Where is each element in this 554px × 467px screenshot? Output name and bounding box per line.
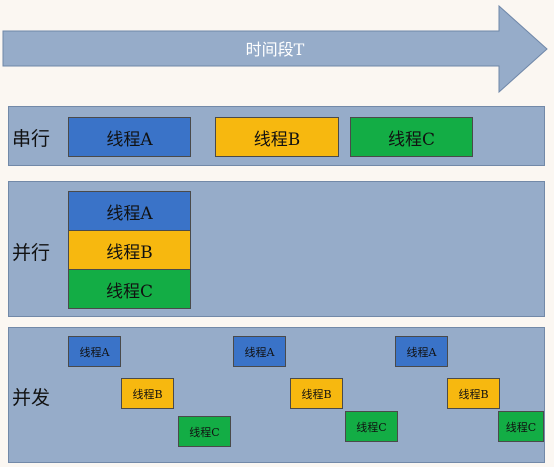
concurrent-slice-c-2: 线程C bbox=[345, 411, 398, 442]
time-arrow-shape bbox=[2, 4, 548, 94]
serial-label: 串行 bbox=[12, 128, 51, 150]
concurrent-label: 并发 bbox=[12, 387, 51, 409]
concurrent-slice-b-2: 线程B bbox=[290, 378, 343, 409]
parallel-thread-a: 线程A bbox=[68, 191, 191, 231]
parallel-thread-b: 线程B bbox=[68, 230, 191, 270]
time-arrow-label: 时间段T bbox=[245, 40, 305, 59]
concurrent-slice-a-1: 线程A bbox=[68, 336, 121, 367]
concurrent-slice-b-3: 线程B bbox=[447, 378, 500, 409]
parallel-label: 并行 bbox=[12, 242, 51, 264]
serial-thread-a: 线程A bbox=[68, 117, 191, 157]
time-arrow bbox=[2, 4, 548, 94]
serial-thread-c: 线程C bbox=[350, 117, 473, 157]
concurrent-slice-a-2: 线程A bbox=[233, 336, 286, 367]
serial-thread-b: 线程B bbox=[215, 117, 339, 157]
concurrent-slice-c-3: 线程C bbox=[498, 411, 544, 442]
concurrent-slice-b-1: 线程B bbox=[121, 378, 174, 409]
parallel-thread-c: 线程C bbox=[68, 269, 191, 309]
concurrent-slice-a-3: 线程A bbox=[395, 336, 448, 367]
concurrent-slice-c-1: 线程C bbox=[178, 416, 231, 447]
